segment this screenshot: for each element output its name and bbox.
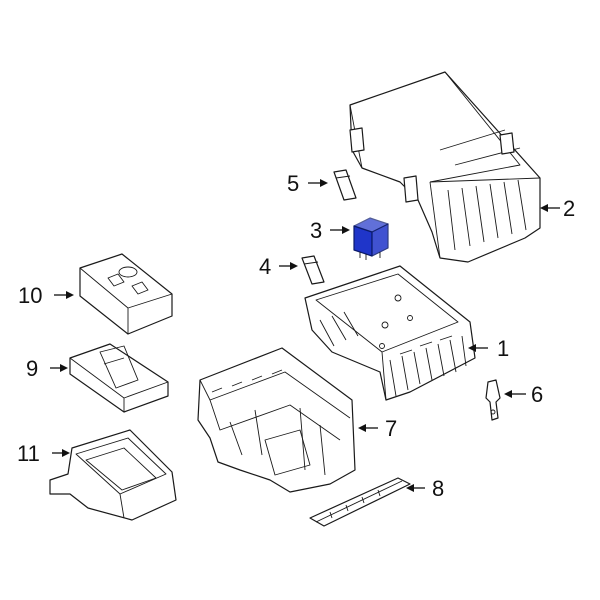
part-8-rail — [309, 477, 411, 527]
callout-3: 3 — [310, 218, 322, 243]
callout-10: 10 — [18, 283, 42, 308]
callout-2: 2 — [563, 196, 575, 221]
part-5-fuse — [333, 169, 357, 201]
callout-1: 1 — [497, 336, 509, 361]
callout-8: 8 — [432, 476, 444, 501]
part-9-bracket — [69, 343, 169, 413]
part-3-relay — [353, 217, 389, 260]
part-6-terminal — [485, 379, 501, 421]
part-1-fuse-box-base — [304, 265, 476, 401]
part-4-fuse — [301, 255, 325, 285]
leader-lines — [50, 179, 560, 492]
part-11-tray — [49, 429, 177, 521]
part-7-lower-housing — [197, 347, 356, 493]
callout-labels: 1 2 3 4 5 6 7 8 9 10 11 — [17, 171, 575, 501]
callout-6: 6 — [531, 382, 543, 407]
part-10-cover-block — [79, 253, 173, 335]
callout-7: 7 — [385, 416, 397, 441]
callout-9: 9 — [26, 356, 38, 381]
callout-11: 11 — [17, 441, 40, 466]
callout-5: 5 — [287, 171, 299, 196]
callout-4: 4 — [259, 254, 271, 279]
part-2-cover — [349, 71, 541, 263]
